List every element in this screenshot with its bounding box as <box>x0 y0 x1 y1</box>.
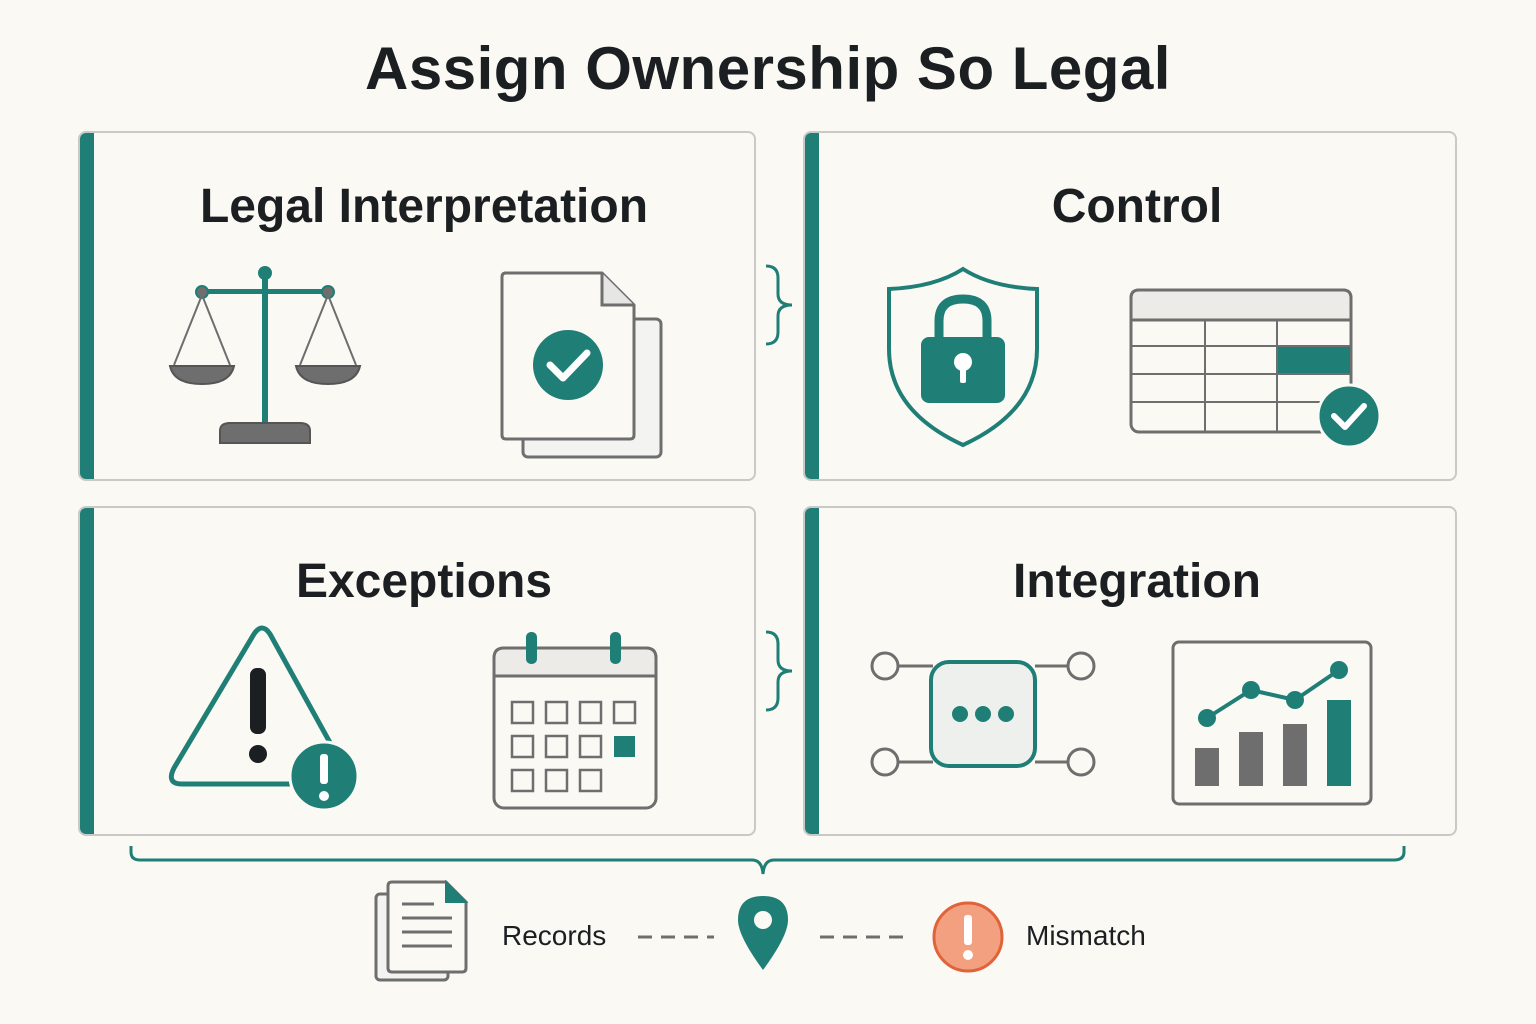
scales-icon <box>168 266 362 444</box>
location-pin-icon <box>738 896 788 970</box>
bar-line-chart-icon <box>1171 640 1373 806</box>
accent-bar <box>805 508 819 834</box>
card-legal-interpretation: Legal Interpretation <box>78 131 756 481</box>
documents-icon <box>374 879 469 982</box>
card-integration: Integration <box>803 506 1457 836</box>
card-heading: Integration <box>1013 555 1261 608</box>
alert-circle-icon <box>932 901 1004 973</box>
warning-triangle-icon <box>168 625 360 812</box>
legend-records-label: Records <box>502 920 607 951</box>
shield-lock-icon <box>887 266 1039 448</box>
connected-node-icon <box>870 651 1096 777</box>
card-heading: Exceptions <box>295 555 553 608</box>
card-exceptions: Exceptions <box>78 506 756 836</box>
brace-connector-top <box>765 264 793 346</box>
calendar-icon <box>492 632 658 810</box>
card-heading: Control <box>1051 180 1223 233</box>
brace-connector-bottom <box>765 630 793 712</box>
approved-document-icon <box>500 271 663 459</box>
legend-mismatch-label: Mismatch <box>1026 920 1146 951</box>
verified-table-icon <box>1129 288 1382 449</box>
accent-bar <box>80 508 94 834</box>
accent-bar <box>805 133 819 479</box>
card-heading: Legal Interpretation <box>199 180 649 233</box>
accent-bar <box>80 133 94 479</box>
card-control: Control <box>803 131 1457 481</box>
page-title: Assign Ownership So Legal <box>365 35 1171 102</box>
